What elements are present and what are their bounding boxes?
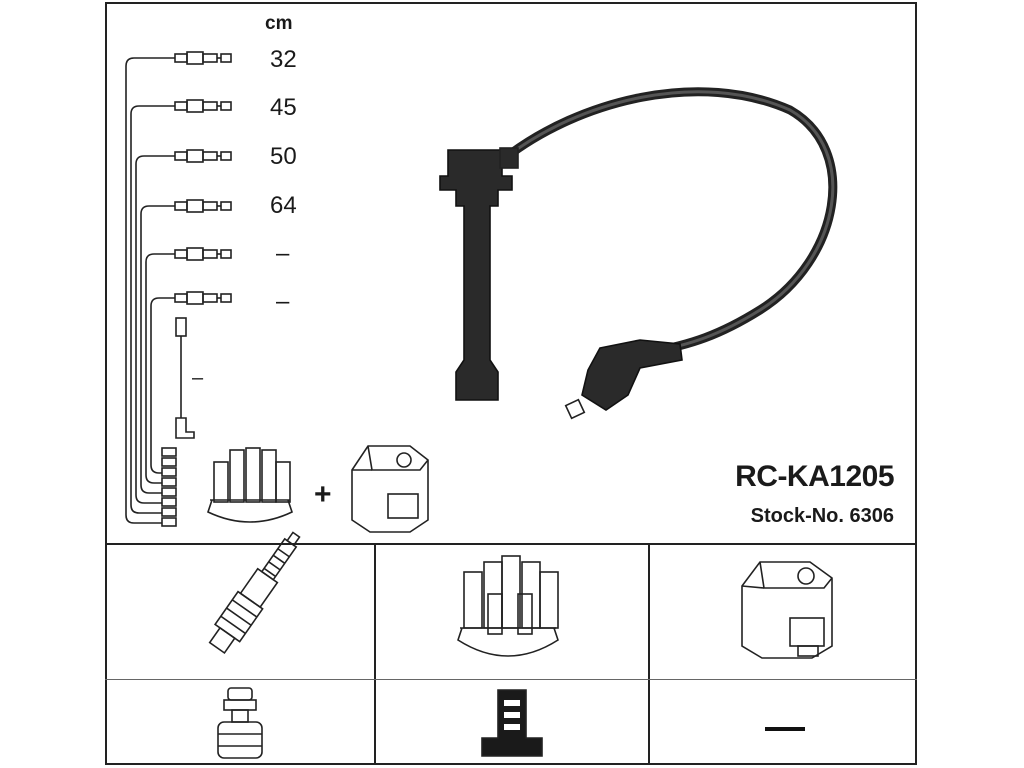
diagram-frame (105, 2, 917, 765)
lead-schematic (125, 57, 175, 524)
ignition-coil-small-icon (351, 445, 429, 533)
spark-plug-boot-icon (217, 687, 263, 759)
ignition-coil-icon (741, 561, 833, 659)
lead-length-2: 45 (270, 94, 297, 121)
lead-length-3: 50 (270, 143, 297, 170)
grid-divider-2 (648, 543, 650, 765)
length-unit: cm (265, 13, 293, 34)
lead-length-6: – (276, 288, 290, 315)
distributor-cap-small-icon (207, 447, 293, 523)
coil-lead-length: – (192, 367, 204, 389)
spark-plug-icon (208, 531, 301, 655)
lead-length-5: – (276, 240, 290, 267)
plus-sign: + (314, 478, 332, 511)
ignition-lead-illustration (439, 87, 838, 420)
section-divider (105, 543, 917, 545)
distributor-boot-icon (481, 689, 543, 757)
distributor-cap-icon (457, 555, 559, 657)
grid-row-divider (105, 679, 917, 680)
grid-divider-1 (374, 543, 376, 765)
no-part-symbol (765, 727, 805, 731)
lead-length-4: 64 (270, 192, 297, 219)
kit-model-number: RC-KA1205 (735, 460, 894, 493)
lead-connector-icons (161, 51, 232, 527)
kit-stock-number: Stock-No. 6306 (750, 505, 894, 527)
lead-length-1: 32 (270, 46, 297, 73)
